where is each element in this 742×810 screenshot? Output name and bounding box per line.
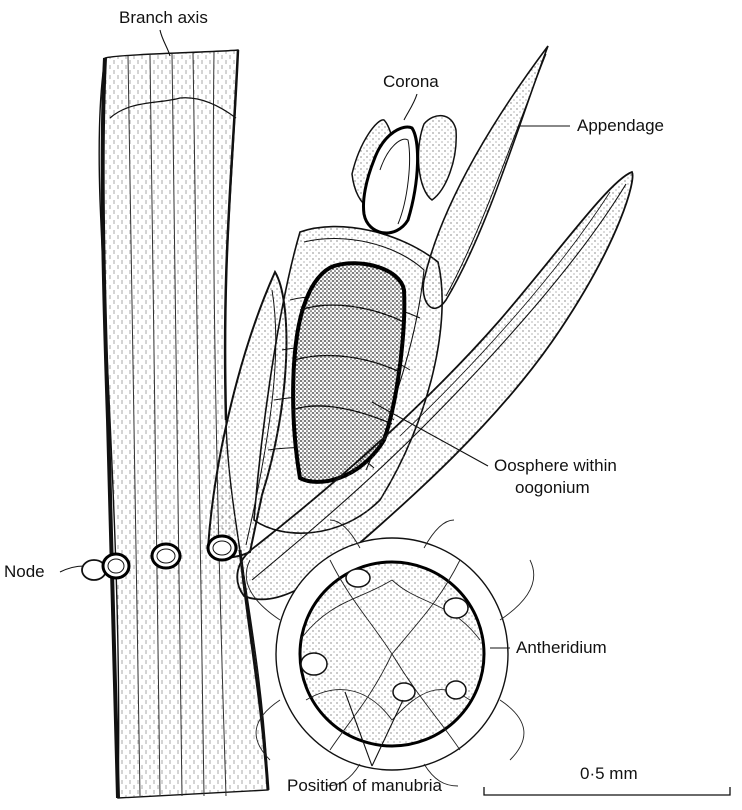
label-manubria: Position of manubria bbox=[287, 776, 442, 796]
corona-leader bbox=[404, 94, 417, 120]
scale-bar bbox=[484, 787, 730, 795]
corona bbox=[352, 116, 456, 233]
label-appendage: Appendage bbox=[577, 116, 664, 136]
label-scale: 0·5 mm bbox=[580, 764, 638, 784]
label-oosphere-line1: Oosphere within bbox=[494, 456, 617, 476]
branch-axis-leader bbox=[160, 30, 170, 56]
label-corona: Corona bbox=[383, 72, 439, 92]
label-node: Node bbox=[4, 562, 45, 582]
label-branch-axis: Branch axis bbox=[119, 8, 208, 28]
label-oosphere-line2: oogonium bbox=[515, 478, 590, 498]
node-leader bbox=[60, 566, 84, 572]
label-antheridium: Antheridium bbox=[516, 638, 607, 658]
